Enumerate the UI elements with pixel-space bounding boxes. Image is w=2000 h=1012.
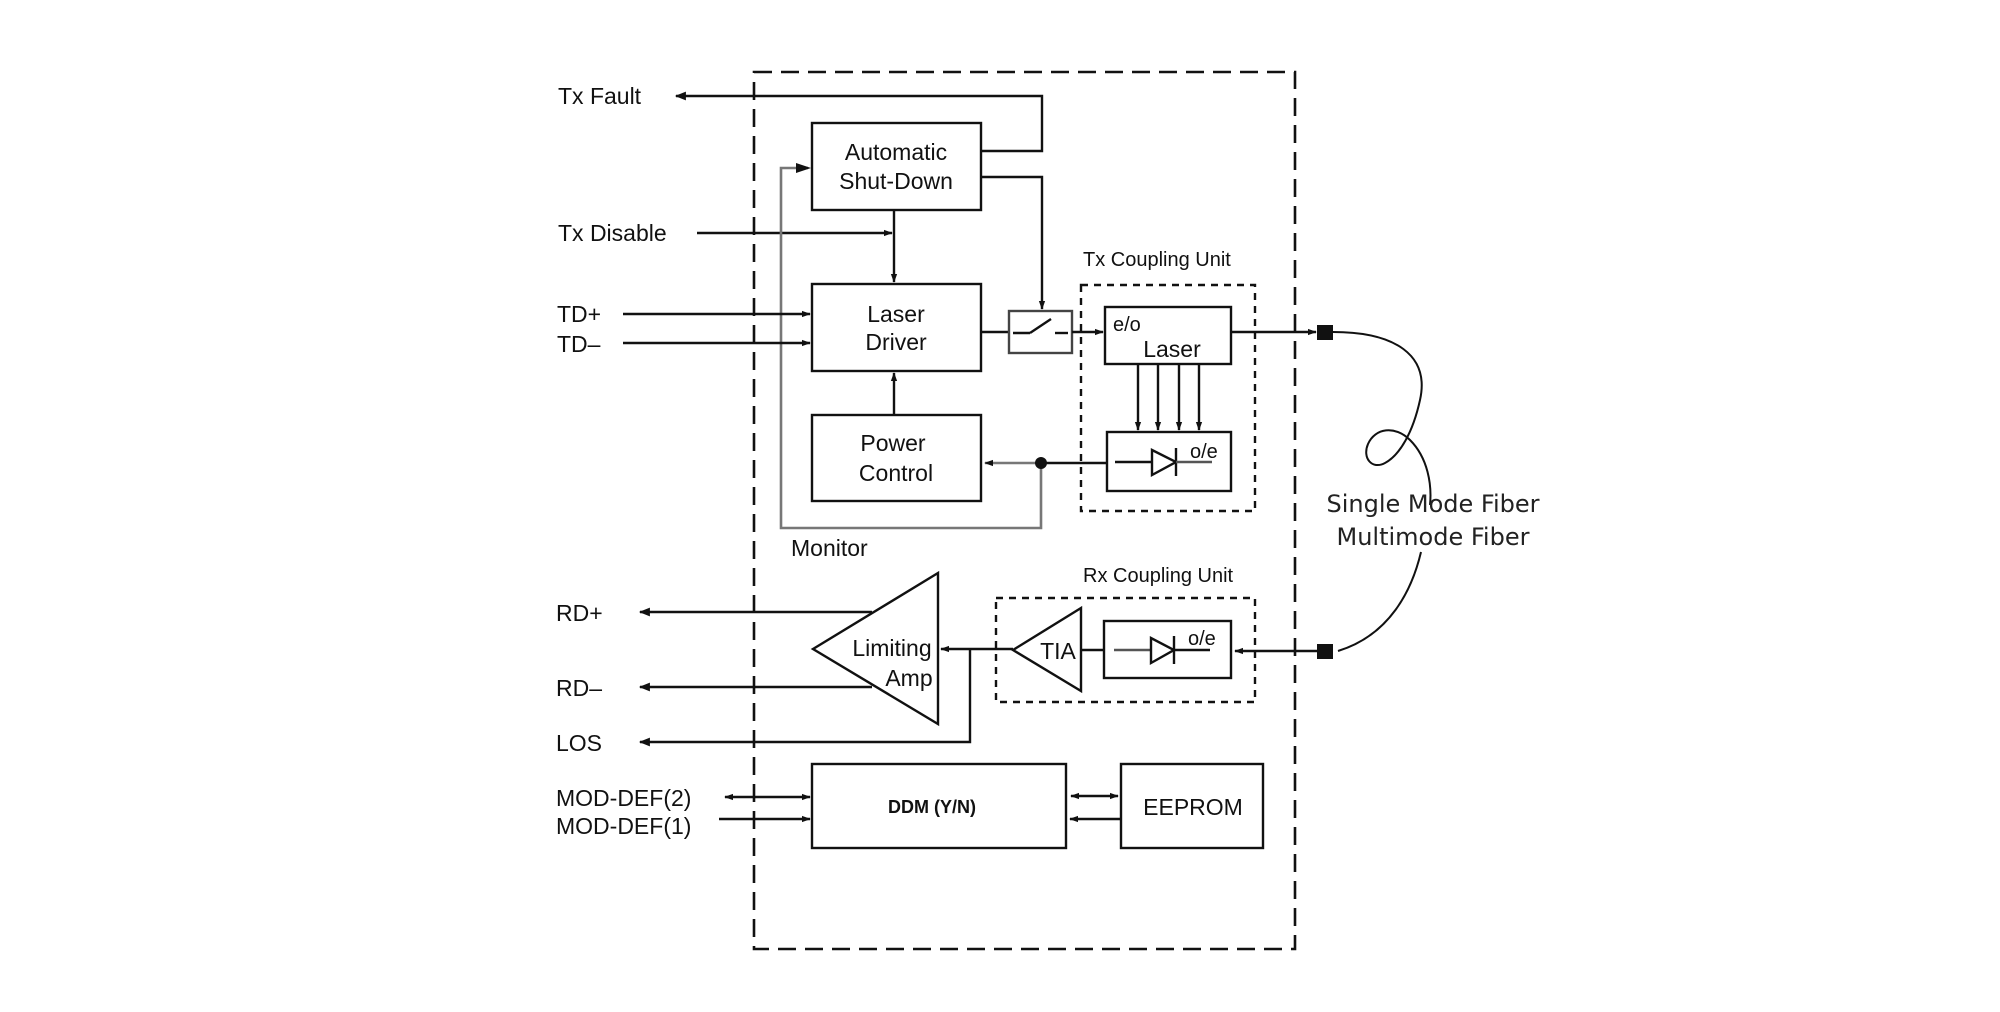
laser-driver-label-line2: Driver: [865, 329, 927, 355]
photodiode-icon: [1115, 448, 1212, 478]
laser-eo-tag: e/o: [1113, 314, 1141, 336]
pin-label-los: LOS: [556, 730, 602, 756]
rx-photodiode-icon: [1114, 636, 1210, 666]
laser-driver-label-line1: Laser: [867, 301, 925, 327]
rx-fiber-connector: [1317, 644, 1333, 659]
optical-monitor-arrows: [1134, 364, 1203, 431]
pin-label-tx-disable: Tx Disable: [558, 220, 667, 246]
tx-pd-oe-tag: o/e: [1190, 441, 1218, 463]
monitor-label: Monitor: [791, 535, 868, 561]
switch-icon: [1013, 318, 1068, 335]
pin-label-rd-plus: RD+: [556, 600, 603, 626]
block-eeprom: [1119, 762, 1265, 850]
asd-label-line1: Automatic: [845, 139, 947, 165]
block-tia: [1010, 605, 1083, 694]
module-boundary: [752, 70, 1297, 951]
fiber-type-multimode: Multimode Fiber: [1337, 523, 1530, 551]
power-control-label-line2: Control: [859, 460, 933, 486]
junction-dot: [1035, 457, 1047, 469]
monitor-arrowhead: [796, 163, 811, 173]
pin-label-tx-fault: Tx Fault: [558, 83, 642, 109]
pin-label-td-minus: TD–: [557, 331, 601, 357]
ddm-label: DDM (Y/N): [888, 797, 976, 817]
asd-label-line2: Shut-Down: [839, 168, 953, 194]
block-power-control: [810, 413, 983, 503]
power-control-label-line1: Power: [860, 430, 926, 456]
rx-pd-oe-tag: o/e: [1188, 628, 1216, 650]
limiting-amp-label-line1: Limiting: [852, 635, 931, 661]
optical-fiber-cable: [1332, 331, 1432, 652]
monitor-feedback-line: [779, 166, 1043, 530]
limiting-amp-label-line2: Amp: [885, 665, 932, 691]
fiber-type-single-mode: Single Mode Fiber: [1326, 490, 1539, 518]
tx-fault-signal-line: [674, 91, 1044, 153]
asd-to-switch-line: [981, 175, 1046, 310]
eeprom-label: EEPROM: [1143, 794, 1243, 820]
block-automatic-shutdown: [810, 121, 983, 212]
rx-coupling-unit-label: Rx Coupling Unit: [1083, 565, 1234, 587]
tx-coupling-unit-group: [1079, 283, 1257, 513]
tx-fiber-connector: [1317, 325, 1333, 340]
pin-label-rd-minus: RD–: [556, 675, 602, 701]
los-signal-line: [638, 649, 972, 747]
tia-label: TIA: [1040, 638, 1076, 664]
block-laser: [1103, 305, 1233, 366]
pin-label-mod-def-1: MOD-DEF(1): [556, 813, 691, 839]
block-laser-driver: [810, 282, 983, 373]
pin-label-td-plus: TD+: [557, 301, 601, 327]
block-ddm: [810, 762, 1068, 850]
block-limiting-amp: [810, 570, 940, 727]
laser-label: Laser: [1143, 336, 1201, 362]
pin-label-mod-def-2: MOD-DEF(2): [556, 785, 691, 811]
tx-coupling-unit-label: Tx Coupling Unit: [1083, 249, 1231, 271]
